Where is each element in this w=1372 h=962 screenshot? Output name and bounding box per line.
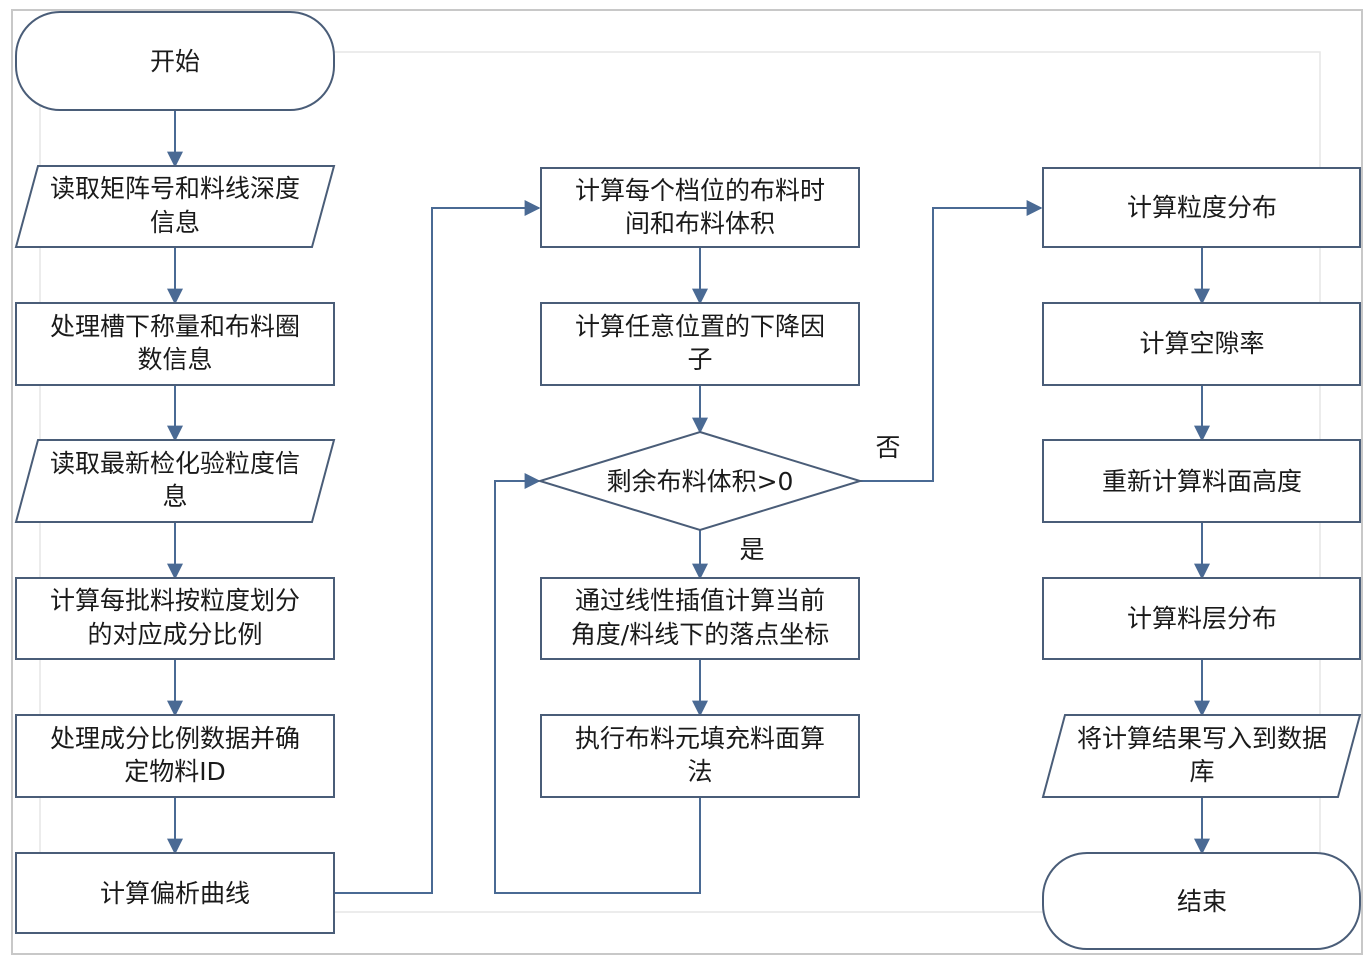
node-process-ratio: 处理成分比例数据并确 定物料ID (15, 714, 335, 798)
node-interp-line1: 通过线性插值计算当前 (575, 586, 825, 615)
node-read-matrix-line2: 信息 (150, 208, 200, 237)
node-decision: 剩余布料体积>0 (536, 430, 864, 532)
node-write-db: 将计算结果写入到数据 库 (1041, 714, 1362, 798)
node-calc-factor: 计算任意位置的下降因 子 (540, 302, 860, 386)
node-calc-bias: 计算偏析曲线 (15, 852, 335, 934)
node-start: 开始 (15, 11, 335, 111)
node-read-matrix-line1: 读取矩阵号和料线深度 (50, 174, 300, 203)
node-calc-time-volume-line1: 计算每个档位的布料时 (575, 176, 825, 205)
node-calc-void: 计算空隙率 (1042, 302, 1361, 386)
edge-calc-bias-calc-time-volume (335, 200, 541, 894)
node-write-db-line1: 将计算结果写入到数据 (1077, 724, 1327, 753)
node-recalc-height-label: 重新计算料面高度 (1102, 467, 1302, 496)
node-read-particle: 读取最新检化验粒度信 息 (14, 439, 336, 523)
node-write-db-line2: 库 (1189, 757, 1214, 786)
node-recalc-height: 重新计算料面高度 (1042, 439, 1361, 523)
node-fill-algo-line2: 法 (687, 757, 712, 786)
node-process-weight: 处理槽下称量和布料圈 数信息 (15, 302, 335, 386)
node-fill-algo-line1: 执行布料元填充料面算 (575, 724, 825, 753)
node-calc-particle-dist: 计算粒度分布 (1042, 167, 1361, 248)
node-calc-time-volume-line2: 间和布料体积 (625, 209, 775, 238)
node-calc-factor-line1: 计算任意位置的下降因 (575, 312, 825, 341)
diagram-frame (11, 9, 1363, 955)
node-calc-void-label: 计算空隙率 (1139, 329, 1264, 358)
node-fill-algo: 执行布料元填充料面算 法 (540, 714, 860, 798)
node-interp: 通过线性插值计算当前 角度/料线下的落点坐标 (540, 577, 860, 660)
node-calc-time-volume: 计算每个档位的布料时 间和布料体积 (540, 167, 860, 248)
node-calc-ratio-line2: 的对应成分比例 (87, 620, 262, 649)
node-read-particle-line1: 读取最新检化验粒度信 (50, 449, 300, 478)
edges (167, 110, 1210, 894)
edge-label-yes: 是 (739, 535, 764, 564)
edge-decision-no-particle-dist (860, 200, 1043, 482)
node-calc-ratio-line1: 计算每批料按粒度划分 (50, 586, 300, 615)
edge-label-no: 否 (875, 433, 900, 462)
node-calc-factor-line2: 子 (687, 345, 712, 374)
node-calc-bias-label: 计算偏析曲线 (100, 879, 250, 908)
node-process-ratio-line2: 定物料ID (124, 757, 226, 786)
node-calc-particle-dist-label: 计算粒度分布 (1127, 193, 1277, 222)
node-read-matrix: 读取矩阵号和料线深度 信息 (14, 165, 336, 248)
node-calc-ratio: 计算每批料按粒度划分 的对应成分比例 (15, 577, 335, 660)
node-end: 结束 (1042, 852, 1361, 950)
node-process-weight-line2: 数信息 (137, 345, 212, 374)
node-read-particle-line2: 息 (162, 482, 187, 511)
node-interp-line2: 角度/料线下的落点坐标 (571, 620, 829, 649)
node-process-ratio-line1: 处理成分比例数据并确 (50, 724, 300, 753)
node-decision-label: 剩余布料体积>0 (607, 467, 794, 496)
node-process-weight-line1: 处理槽下称量和布料圈 (50, 312, 300, 341)
node-start-label: 开始 (150, 47, 200, 76)
node-end-label: 结束 (1177, 887, 1227, 916)
node-calc-layer: 计算料层分布 (1042, 577, 1361, 660)
node-calc-layer-label: 计算料层分布 (1127, 604, 1277, 633)
edge-fill-loop-decision (494, 473, 701, 894)
